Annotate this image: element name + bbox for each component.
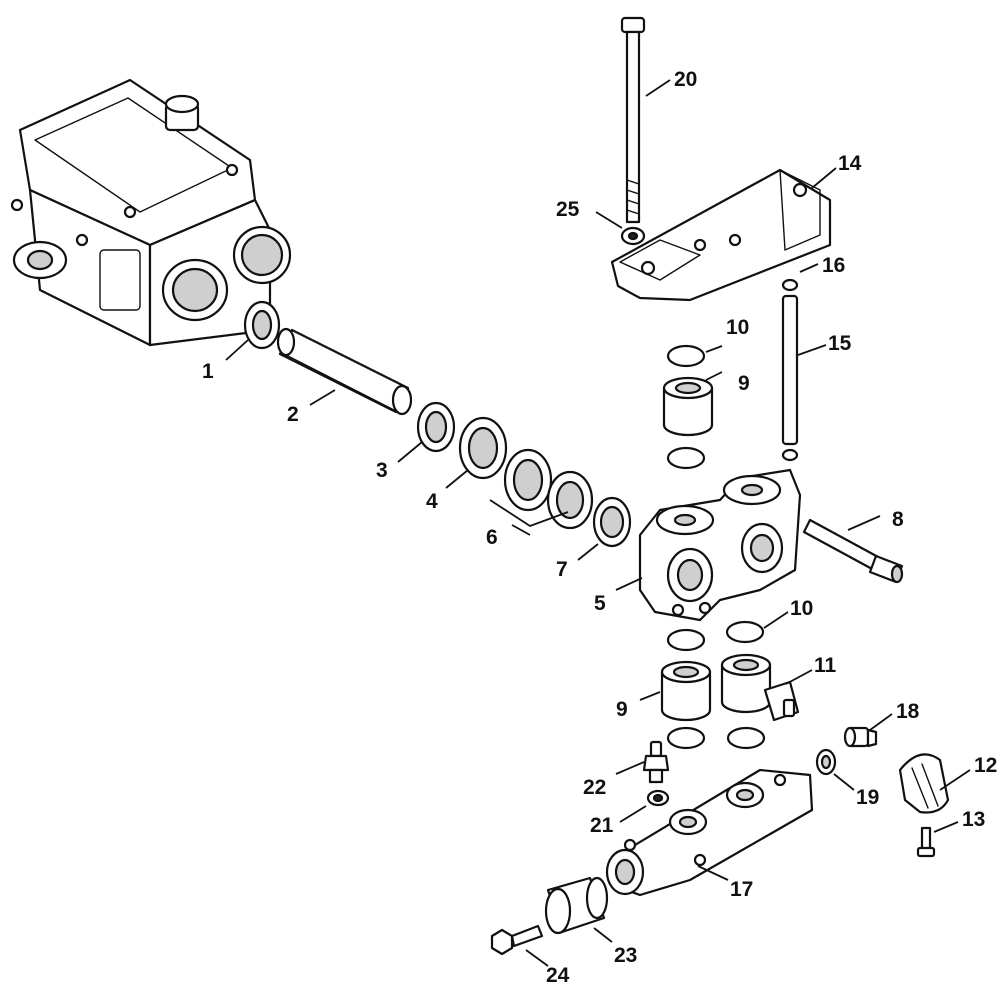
callout-14: 14 <box>838 152 862 175</box>
callout-5: 5 <box>594 592 606 615</box>
callout-10-lower: 10 <box>790 597 813 620</box>
callout-16: 16 <box>822 254 845 277</box>
o-ring-part-10-lower-left <box>666 628 706 652</box>
valve-part-9-bottom <box>660 660 712 722</box>
washer-part-25 <box>620 226 646 246</box>
o-ring-part-top-lower <box>666 446 706 470</box>
washer-part-19 <box>815 748 837 776</box>
callout-6: 6 <box>486 526 498 549</box>
callout-17: 17 <box>730 878 753 901</box>
callout-1: 1 <box>202 360 214 383</box>
valve-part-9-top <box>662 376 714 437</box>
manifold-bracket-part-14 <box>610 168 832 302</box>
callout-21: 21 <box>590 814 614 837</box>
o-ring-part-10-top <box>666 344 706 368</box>
knob-part-12 <box>898 753 950 814</box>
tube-part-15 <box>781 294 799 462</box>
o-ring-part-10-lower-right <box>725 620 765 644</box>
plug-part-18 <box>843 726 878 748</box>
callout-9-top: 9 <box>738 372 750 395</box>
screw-part-13 <box>916 826 936 858</box>
callout-13: 13 <box>962 808 985 831</box>
callout-9-bottom: 9 <box>616 698 628 721</box>
callout-labels: 1 2 3 4 5 6 7 8 9 9 10 10 11 12 13 14 15… <box>202 68 997 987</box>
callout-2: 2 <box>287 403 299 426</box>
ring-part-7 <box>592 496 632 548</box>
hex-bolt-part-24 <box>490 924 544 956</box>
callout-11: 11 <box>814 654 837 677</box>
callout-12: 12 <box>974 754 997 777</box>
packing-ring-part-6b <box>546 470 594 530</box>
nipple-fitting-part-23 <box>544 876 609 935</box>
callout-7: 7 <box>556 558 568 581</box>
long-bolt-part-20 <box>620 16 646 224</box>
seal-part-4 <box>458 416 508 480</box>
o-ring-lower-left <box>666 726 706 750</box>
manifold-part-17 <box>605 768 814 897</box>
leader-lines <box>225 79 971 967</box>
callout-23: 23 <box>614 944 637 967</box>
pump-head-part-5 <box>638 468 802 622</box>
washer-part-21 <box>646 789 670 807</box>
packing-ring-part-6a <box>503 448 553 512</box>
callout-3: 3 <box>376 459 388 482</box>
o-ring-lower-right <box>726 726 766 750</box>
gearbox-housing <box>10 78 292 347</box>
callout-8: 8 <box>892 508 904 531</box>
callout-22: 22 <box>583 776 606 799</box>
valve-with-fitting-part-11 <box>720 653 800 722</box>
callout-4: 4 <box>426 490 438 513</box>
fitting-part-22 <box>642 740 670 784</box>
callout-10-top: 10 <box>726 316 749 339</box>
callout-15: 15 <box>828 332 852 355</box>
bolt-part-8 <box>802 518 904 584</box>
callout-19: 19 <box>856 786 879 809</box>
callout-20: 20 <box>674 68 697 91</box>
callout-24: 24 <box>546 964 570 987</box>
plunger-part-2 <box>276 327 413 416</box>
washer-part-3 <box>416 401 456 453</box>
callout-25: 25 <box>556 198 580 221</box>
callout-18: 18 <box>896 700 920 723</box>
o-ring-part-16 <box>781 278 799 292</box>
seal-ring-part-1 <box>243 300 281 350</box>
